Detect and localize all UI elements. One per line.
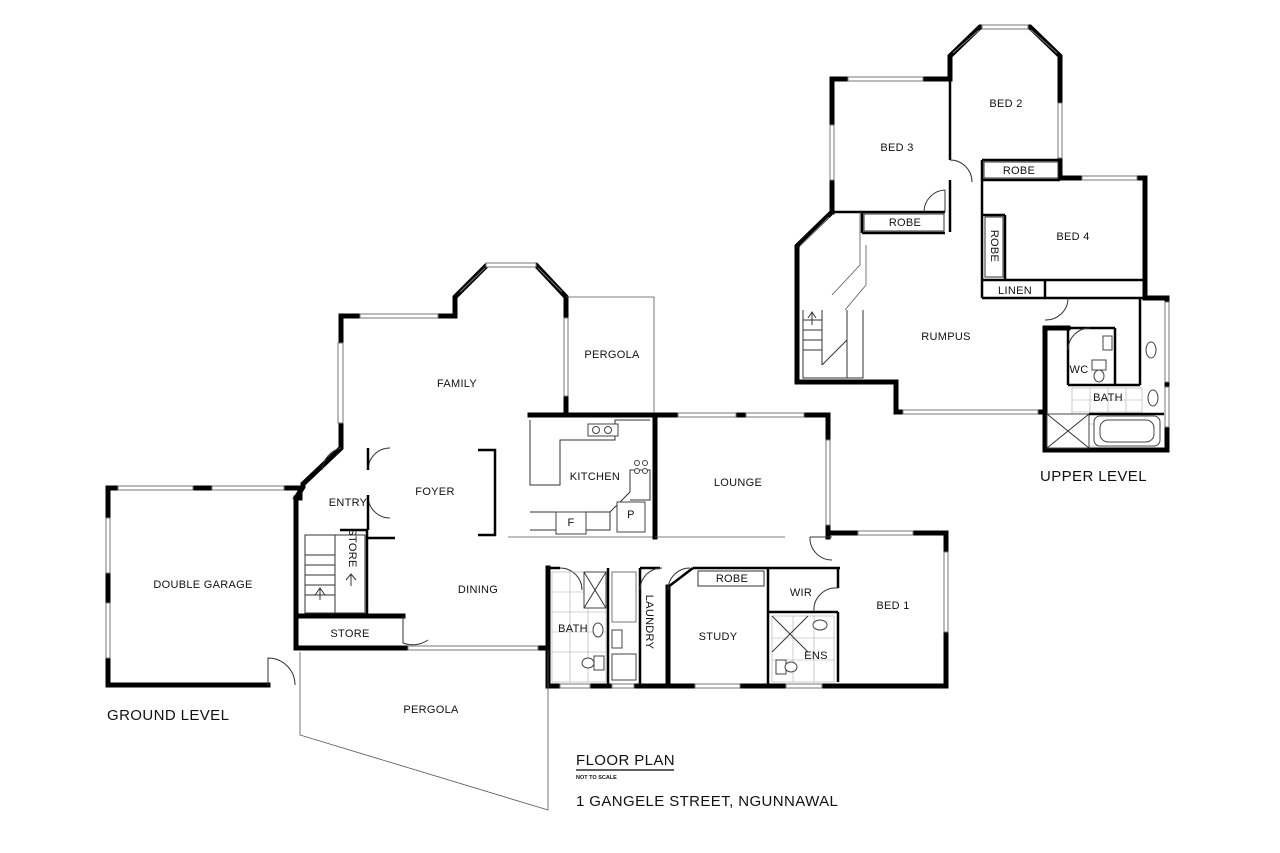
label-robe-study: ROBE — [716, 573, 748, 585]
ground-level-plan — [105, 262, 949, 811]
label-bath: BATH — [558, 623, 588, 635]
label-bed3: BED 3 — [880, 142, 913, 154]
label-foyer: FOYER — [415, 486, 454, 498]
lounge-walls — [652, 412, 833, 561]
label-study: STUDY — [699, 631, 738, 643]
label-family: FAMILY — [437, 378, 477, 390]
label-robe-bed4: ROBE — [988, 230, 1000, 262]
label-wir: WIR — [790, 587, 812, 599]
upper-interior-walls — [832, 79, 1164, 449]
label-rumpus: RUMPUS — [921, 331, 970, 343]
label-pantry: P — [627, 509, 635, 521]
label-store: STORE — [330, 628, 369, 640]
label-lounge: LOUNGE — [714, 477, 762, 489]
plan-address: 1 GANGELE STREET, NGUNNAWAL — [576, 793, 838, 810]
pergola-top-outline — [566, 296, 655, 415]
store-and-stair-walls — [293, 495, 548, 651]
label-ens: ENS — [804, 650, 828, 662]
plan-title: FLOOR PLAN — [576, 752, 675, 769]
title-block: FLOOR PLAN NOT TO SCALE 1 GANGELE STREET… — [576, 752, 838, 810]
level-labels: GROUND LEVEL UPPER LEVEL — [107, 468, 1147, 724]
label-bed4: BED 4 — [1056, 231, 1089, 243]
label-store-small: STORE — [346, 528, 358, 567]
label-laundry: LAUNDRY — [643, 595, 655, 650]
label-bed2: BED 2 — [989, 98, 1022, 110]
upper-outer-walls — [794, 24, 1170, 453]
label-robe-bed2: ROBE — [1003, 165, 1035, 177]
kitchen-walls — [529, 412, 658, 540]
upper-level-plan — [794, 24, 1170, 453]
pergola-bottom-outline — [299, 645, 549, 811]
upper-level-label: UPPER LEVEL — [1040, 468, 1147, 485]
label-kitchen: KITCHEN — [570, 471, 620, 483]
label-pergola-bottom: PERGOLA — [403, 704, 459, 716]
label-pergola-top: PERGOLA — [584, 349, 640, 361]
label-fridge: F — [567, 517, 574, 529]
label-bed1: BED 1 — [876, 600, 909, 612]
label-robe-bed3: ROBE — [889, 217, 921, 229]
label-wc: WC — [1070, 364, 1089, 376]
label-entry: ENTRY — [329, 497, 368, 509]
label-bath-upper: BATH — [1093, 392, 1123, 404]
room-labels: FAMILY PERGOLA KITCHEN F P LOUNGE ENTRY … — [153, 98, 1123, 716]
scale-note: NOT TO SCALE — [576, 775, 617, 781]
label-linen: LINEN — [998, 285, 1032, 297]
label-dining: DINING — [458, 584, 498, 596]
family-and-entry-walls — [292, 262, 655, 538]
label-double-garage: DOUBLE GARAGE — [153, 579, 252, 591]
ground-level-label: GROUND LEVEL — [107, 707, 229, 724]
bed-1-wing-walls — [665, 530, 949, 689]
upper-staircase — [802, 212, 867, 379]
bath-laundry-walls — [545, 565, 671, 689]
